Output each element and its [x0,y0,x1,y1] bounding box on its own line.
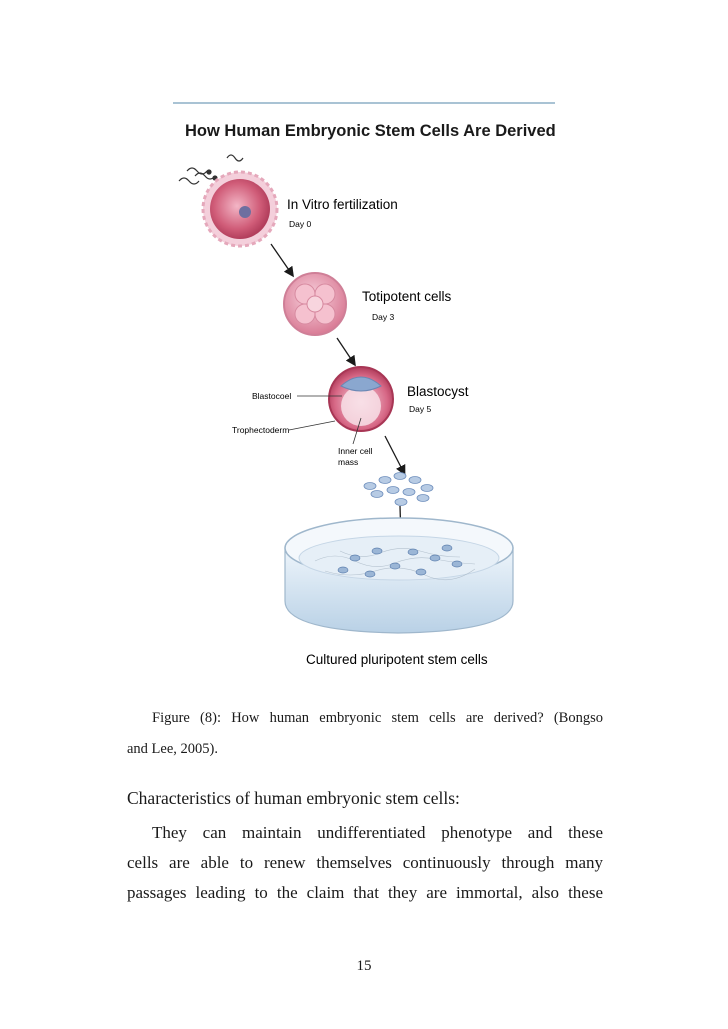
section-heading: Characteristics of human embryonic stem … [127,788,460,808]
arrow-ivf-to-totipotent [270,243,294,278]
totipotent-cells-icon [283,272,347,336]
arrow-blastocyst-to-cells [384,435,406,476]
caption-line-1: Figure (8): How human embryonic stem cel… [152,710,603,726]
stage-day-totipotent: Day 3 [372,312,394,322]
embryonic-stem-cell-figure: How Human Embryonic Stem Cells Are Deriv… [165,96,565,676]
label-inner-cell-mass-line1: Inner cell [338,446,373,456]
sperm-icon [178,154,244,185]
figure-title: How Human Embryonic Stem Cells Are Deriv… [185,122,556,140]
label-inner-cell-mass-line2: mass [338,457,358,467]
arrow-totipotent-to-blastocyst [336,337,356,367]
stage-label-blastocyst: Blastocyst [407,384,469,399]
body-line-2: cells are able to renew themselves conti… [127,853,603,872]
body-paragraph: They can maintain undifferentiated pheno… [127,818,603,908]
result-label: Cultured pluripotent stem cells [306,652,488,667]
stage-label-ivf: In Vitro fertilization [287,197,398,212]
page-number: 15 [356,958,372,974]
caption-line-2: and Lee, 2005). [127,741,218,757]
label-trophectoderm: Trophectoderm [232,425,289,435]
blastocyst-icon [328,366,394,432]
inner-cell-mass-cells-icon [363,472,434,506]
stage-label-totipotent: Totipotent cells [362,289,452,304]
figure-caption: Figure (8): How human embryonic stem cel… [127,703,603,765]
stage-day-blastocyst: Day 5 [409,404,431,414]
label-blastocoel: Blastocoel [252,391,291,401]
stage-day-ivf: Day 0 [289,219,311,229]
petri-dish-icon [284,517,514,634]
body-line-3: passages leading to the claim that they … [127,883,603,902]
fertilized-egg-icon [201,170,279,248]
body-line-1: They can maintain undifferentiated pheno… [152,823,603,842]
